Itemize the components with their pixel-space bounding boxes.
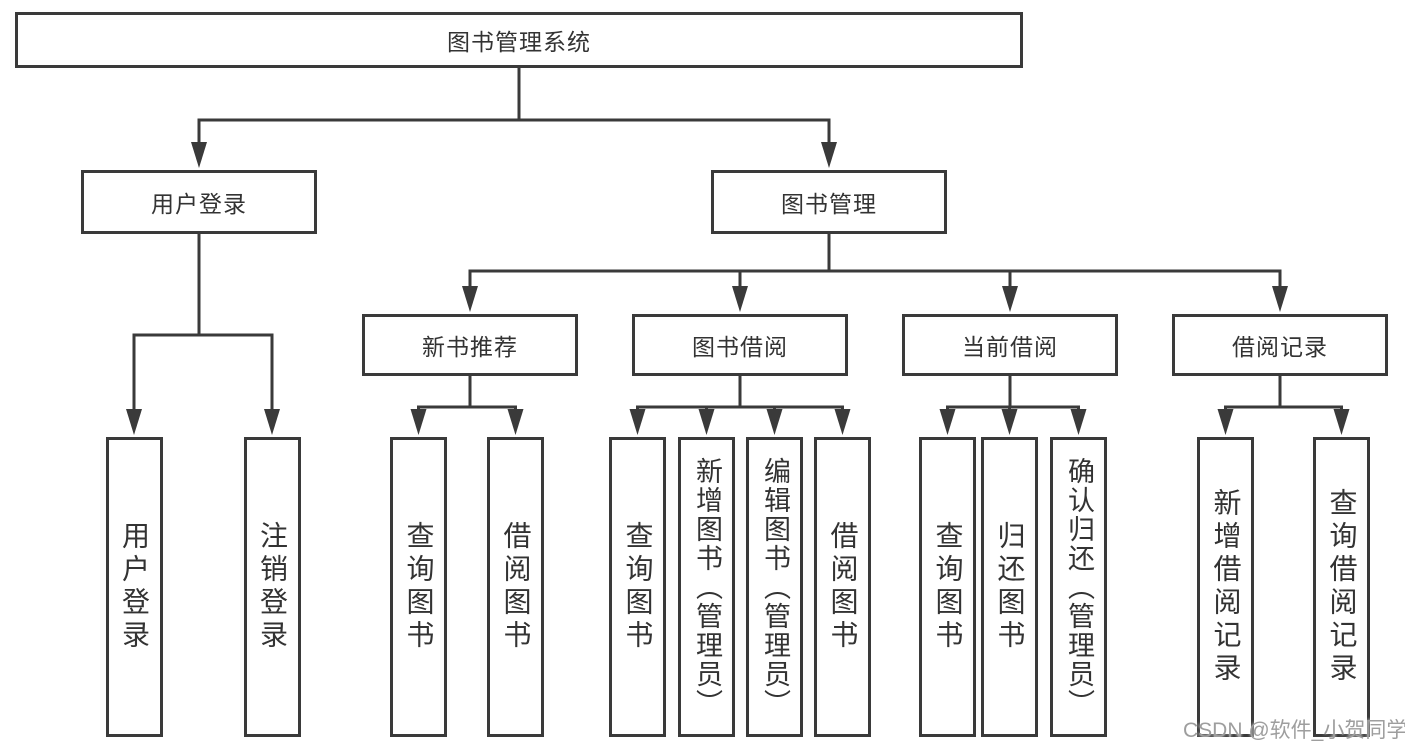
node-new-book-recommendation: 新书推荐	[362, 314, 578, 376]
connector-paths	[132, 66, 1343, 416]
node-label: 图书借阅	[692, 334, 788, 360]
node-borrowing-records: 借阅记录	[1172, 314, 1388, 376]
node-label: 归还图书	[994, 521, 1026, 653]
node-user-login: 用户登录	[81, 170, 317, 234]
node-label: 查询图书	[622, 521, 654, 653]
node-label: 注销登录	[257, 521, 288, 653]
node-book-management: 图书管理	[711, 170, 947, 234]
arrowheads	[126, 142, 1350, 435]
arrow-down-icon	[821, 142, 837, 168]
node-label: 当前借阅	[962, 334, 1058, 360]
arrow-down-icon	[766, 409, 783, 435]
node-label: 借阅图书	[500, 521, 532, 653]
arrow-down-icon	[629, 409, 646, 435]
arrow-down-icon	[191, 142, 207, 168]
leaf-borrow-books: 借阅图书	[814, 437, 871, 737]
leaf-query-books-borrowing: 查询图书	[609, 437, 666, 737]
arrow-down-icon	[507, 409, 524, 435]
arrow-down-icon	[698, 409, 715, 435]
arrow-down-icon	[1002, 286, 1018, 312]
leaf-query-books-current: 查询图书	[919, 437, 976, 737]
leaf-add-book-admin: 新增图书（管理员）	[678, 437, 735, 737]
leaf-user-login: 用户登录	[105, 437, 163, 737]
node-label: 用户登录	[151, 191, 247, 217]
leaf-borrow-books-recommend: 借阅图书	[487, 437, 544, 737]
arrow-down-icon	[834, 409, 851, 435]
leaf-confirm-return-admin: 确认归还（管理员）	[1050, 437, 1107, 737]
node-label: 新书推荐	[422, 334, 518, 360]
node-library-management-system: 图书管理系统	[15, 12, 1023, 68]
leaf-logout: 注销登录	[243, 437, 301, 737]
node-label: 借阅记录	[1232, 334, 1328, 360]
leaf-query-borrow-record: 查询借阅记录	[1313, 437, 1370, 737]
node-label: 查询图书	[403, 521, 435, 653]
node-label: 查询图书	[932, 521, 964, 653]
node-label: 新增借阅记录	[1210, 488, 1242, 686]
leaf-return-book: 归还图书	[981, 437, 1038, 737]
leaf-query-books-recommend: 查询图书	[390, 437, 447, 737]
node-label: 新增图书（管理员）	[692, 456, 722, 718]
node-label: 查询借阅记录	[1326, 488, 1358, 686]
node-label: 借阅图书	[827, 521, 859, 653]
arrow-down-icon	[1217, 409, 1234, 435]
node-label: 图书管理	[781, 191, 877, 217]
leaf-add-borrow-record: 新增借阅记录	[1197, 437, 1254, 737]
node-label: 编辑图书（管理员）	[760, 456, 790, 718]
arrow-down-icon	[1001, 409, 1018, 435]
arrow-down-icon	[126, 409, 142, 435]
arrow-down-icon	[1333, 409, 1350, 435]
arrow-down-icon	[939, 409, 956, 435]
csdn-watermark: CSDN @软件_小贺同学	[1183, 719, 1405, 742]
arrow-down-icon	[264, 409, 280, 435]
node-current-borrowing: 当前借阅	[902, 314, 1118, 376]
arrow-down-icon	[410, 409, 427, 435]
node-label: 确认归还（管理员）	[1064, 456, 1094, 718]
arrow-down-icon	[1070, 409, 1087, 435]
leaf-edit-book-admin: 编辑图书（管理员）	[746, 437, 803, 737]
node-label: 用户登录	[119, 521, 150, 653]
node-label: 图书管理系统	[447, 29, 591, 55]
node-book-borrowing: 图书借阅	[632, 314, 848, 376]
arrow-down-icon	[732, 286, 748, 312]
arrow-down-icon	[462, 286, 478, 312]
arrow-down-icon	[1272, 286, 1288, 312]
